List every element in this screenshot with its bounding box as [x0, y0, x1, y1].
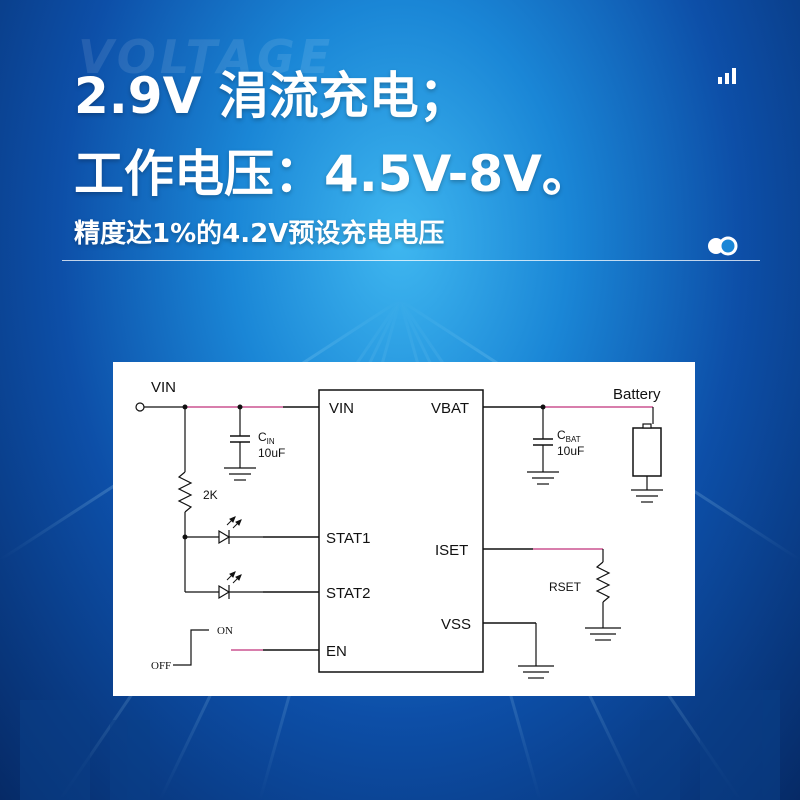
led-stat2 [218, 584, 231, 600]
resistor-2k-label: 2K [203, 488, 218, 502]
pin-stat1: STAT1 [326, 530, 370, 547]
pin-en: EN [326, 643, 347, 660]
switch-off-label: OFF [151, 660, 171, 672]
cin-label: CIN [258, 430, 275, 446]
pin-vin: VIN [329, 400, 354, 417]
ground-symbol-battery [631, 489, 663, 503]
cin-value: 10uF [258, 446, 285, 460]
battery-label: Battery [613, 386, 661, 403]
vin-terminal [135, 402, 145, 412]
schematic-panel: VIN CIN 10uF 2K [113, 362, 695, 696]
subheadline-precision: 精度达1%的4.2V预设充电电压 [74, 219, 445, 249]
pin-vss: VSS [441, 616, 471, 633]
pin-iset: ISET [435, 542, 468, 559]
charger-schematic: VIN CIN 10uF 2K [135, 379, 663, 679]
resistor-rset [595, 561, 611, 603]
ground-symbol-cbat [527, 471, 559, 485]
headline-trickle-charge: 2.9V 涓流充电； [74, 67, 469, 125]
vin-label: VIN [151, 379, 176, 396]
battery-symbol [632, 427, 662, 477]
ground-symbol-vss [518, 665, 554, 679]
cbat-value: 10uF [557, 444, 584, 458]
cbat-label: CBAT [557, 428, 581, 444]
toggle-circles-icon [708, 236, 738, 256]
pin-stat2: STAT2 [326, 585, 370, 602]
watermark-text: VOLTAGE [78, 30, 335, 84]
ground-symbol-cin [224, 467, 256, 481]
signal-bars-icon [718, 68, 736, 84]
headline-operating-voltage: 工作电压：4.5V-8V。 [74, 145, 592, 203]
chip-body [318, 389, 484, 673]
led-stat1 [218, 529, 231, 545]
divider-line [62, 260, 760, 261]
resistor-2k [177, 471, 193, 513]
rset-label: RSET [549, 580, 582, 594]
en-switch [173, 629, 209, 666]
ground-symbol-rset [585, 627, 621, 641]
pin-vbat: VBAT [431, 400, 469, 417]
switch-on-label: ON [217, 625, 233, 637]
